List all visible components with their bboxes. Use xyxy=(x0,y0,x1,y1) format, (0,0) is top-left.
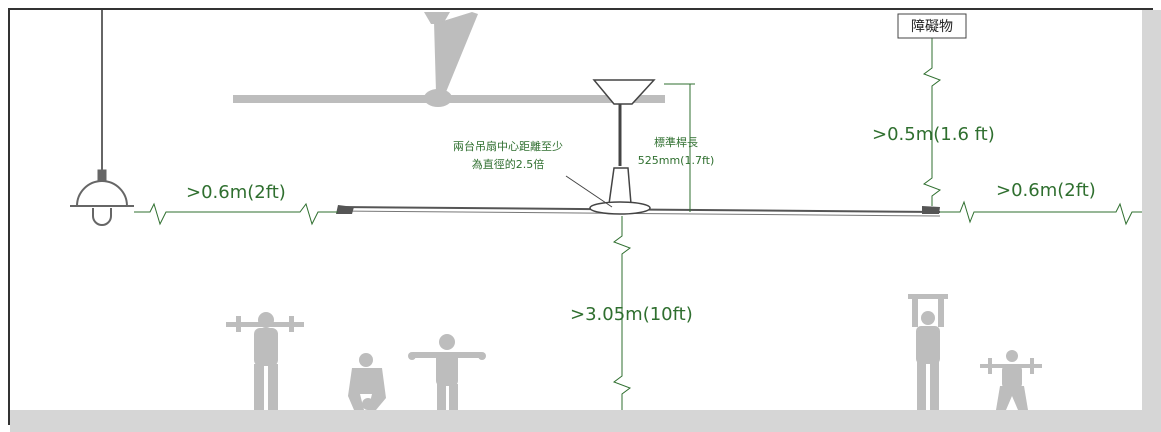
floor xyxy=(10,410,1161,432)
rod-note-line2: 525mm(1.7ft) xyxy=(638,154,715,167)
right-clearance-line xyxy=(940,200,1142,226)
person-barbell-icon xyxy=(226,312,304,410)
frame-border xyxy=(8,8,1153,425)
pendant-lamp-icon xyxy=(70,10,134,226)
floor-clearance-label: >3.05m(10ft) xyxy=(570,304,693,325)
obstacle-clearance-line xyxy=(922,38,942,206)
left-clearance-line xyxy=(134,202,338,226)
obstacle-label: 障礙物 xyxy=(911,19,953,35)
obstacle-clearance-label: >0.5m(1.6 ft) xyxy=(872,124,995,145)
ceiling-fan-icon xyxy=(336,79,941,217)
left-clearance-label: >0.6m(2ft) xyxy=(186,182,286,203)
floor-clearance-line xyxy=(612,216,632,410)
person-lateral-raise-icon xyxy=(408,334,486,410)
rod-note-line1: 標準桿長 xyxy=(654,135,698,149)
person-kettlebell-icon xyxy=(348,353,386,410)
person-squat-icon xyxy=(980,350,1042,410)
rod-length-dimension xyxy=(664,83,695,212)
spacing-note-line2: 為直徑的2.5倍 xyxy=(472,157,545,171)
obstacle-box xyxy=(897,13,967,39)
person-overhead-press-icon xyxy=(908,294,948,410)
right-clearance-label: >0.6m(2ft) xyxy=(996,180,1096,201)
spacing-note-line1: 兩台吊扇中心距離至少 xyxy=(453,139,563,153)
spacing-leader-line xyxy=(565,175,613,208)
right-wall xyxy=(1142,10,1161,422)
background-fan-icon xyxy=(233,12,665,107)
